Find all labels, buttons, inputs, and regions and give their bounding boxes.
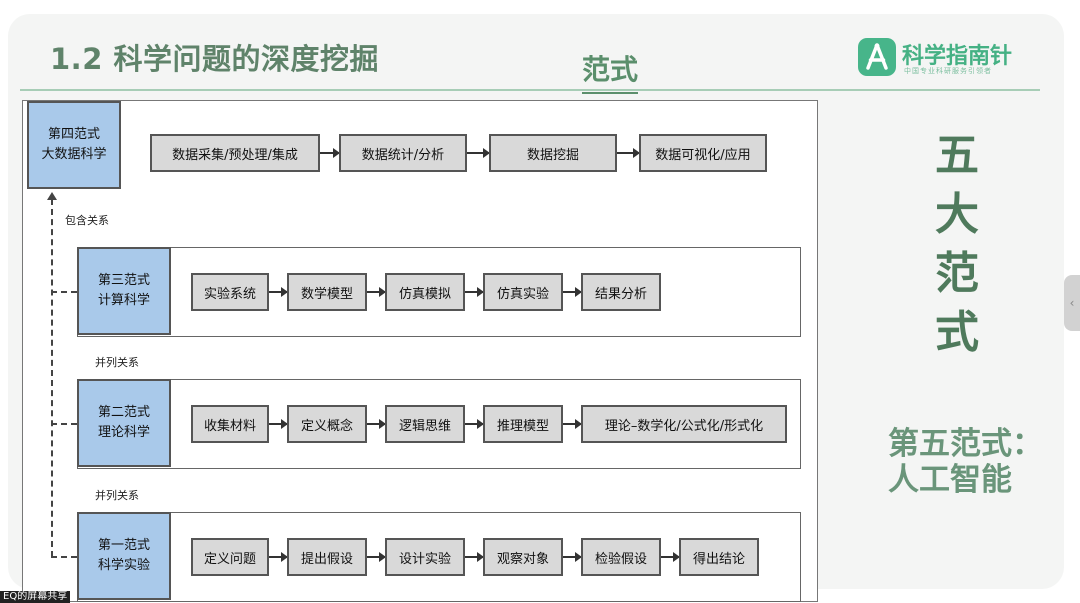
- arrow-connector: [367, 419, 386, 429]
- arrow-connector: [661, 552, 680, 562]
- big-char: 范: [935, 248, 979, 299]
- step-box: 观察对象: [483, 538, 563, 576]
- fifth-line-1: 第五范式：: [888, 426, 1043, 462]
- category-second-paradigm: 第二范式理论科学: [77, 379, 171, 467]
- arrow-connector: [563, 287, 582, 297]
- relation-label: 包含关系: [65, 214, 109, 227]
- step-box: 逻辑思维: [385, 405, 465, 443]
- category-name: 第四范式: [47, 127, 100, 142]
- step-box: 理论–数学化/公式化/形式化: [581, 405, 787, 443]
- paradigm-diagram: 第四范式大数据科学 数据采集/预处理/集成 数据统计/分析 数据挖掘 数据可视化…: [22, 100, 818, 602]
- relation-label: 并列关系: [95, 489, 139, 502]
- step-box: 定义问题: [191, 538, 269, 576]
- step-box: 数据统计/分析: [339, 134, 467, 172]
- side-panel-toggle[interactable]: ‹: [1064, 275, 1080, 331]
- step-box: 得出结论: [679, 538, 759, 576]
- logo-tagline: 中国专业科研服务引领者: [904, 67, 992, 75]
- category-name: 第三范式: [97, 273, 150, 288]
- step-box: 数据采集/预处理/集成: [150, 134, 320, 172]
- category-subtitle: 计算科学: [97, 293, 150, 308]
- big-char: 大: [935, 189, 979, 240]
- step-box: 提出假设: [287, 538, 367, 576]
- header-divider: [20, 89, 1040, 91]
- screen-share-label: EQ的屏幕共享: [0, 591, 71, 603]
- step-box: 收集材料: [191, 405, 269, 443]
- arrow-connector: [465, 287, 484, 297]
- arrow-connector: [467, 148, 490, 158]
- arrow-connector: [465, 419, 484, 429]
- category-subtitle: 大数据科学: [41, 147, 107, 162]
- big-char: 式: [935, 307, 979, 358]
- step-box: 结果分析: [581, 273, 661, 311]
- relation-connector-line: [51, 423, 77, 425]
- page-title: 1.2 科学问题的深度挖掘: [50, 42, 379, 76]
- category-subtitle: 理论科学: [97, 425, 150, 440]
- arrow-connector: [367, 552, 386, 562]
- step-box: 仿真模拟: [385, 273, 465, 311]
- fifth-paradigm-label: 第五范式： 人工智能: [888, 426, 1043, 498]
- category-third-paradigm: 第三范式计算科学: [77, 247, 171, 335]
- step-box: 仿真实验: [483, 273, 563, 311]
- arrow-connector: [269, 287, 288, 297]
- arrow-connector: [320, 148, 340, 158]
- step-box: 数据可视化/应用: [639, 134, 767, 172]
- step-box: 实验系统: [191, 273, 269, 311]
- category-first-paradigm: 第一范式科学实验: [77, 512, 171, 600]
- category-name: 第一范式: [97, 538, 150, 553]
- category-subtitle: 科学实验: [97, 558, 150, 573]
- arrow-connector: [563, 419, 582, 429]
- relation-label: 并列关系: [95, 356, 139, 369]
- step-box: 设计实验: [385, 538, 465, 576]
- category-fourth-paradigm: 第四范式大数据科学: [27, 101, 121, 189]
- arrow-connector: [269, 419, 288, 429]
- arrow-connector: [367, 287, 386, 297]
- five-paradigms-vertical-title: 五 大 范 式: [927, 126, 987, 362]
- brand-logo: 科学指南针 中国专业科研服务引领者: [858, 36, 1038, 80]
- arrow-connector: [269, 552, 288, 562]
- step-box: 定义概念: [287, 405, 367, 443]
- category-name: 第二范式: [97, 405, 150, 420]
- relation-connector-line: [51, 199, 53, 557]
- fifth-line-2: 人工智能: [888, 462, 1012, 498]
- big-char: 五: [935, 130, 979, 181]
- logo-name: 科学指南针: [902, 44, 1013, 69]
- compass-a-icon: [858, 38, 896, 76]
- step-box: 数学模型: [287, 273, 367, 311]
- arrow-connector: [465, 552, 484, 562]
- arrow-connector: [617, 148, 640, 158]
- relation-connector-line: [51, 556, 77, 558]
- step-box: 推理模型: [483, 405, 563, 443]
- arrow-connector: [563, 552, 582, 562]
- relation-arrowhead: [47, 192, 57, 200]
- step-box: 检验假设: [581, 538, 661, 576]
- chevron-left-icon: ‹: [1069, 296, 1075, 310]
- relation-connector-line: [51, 291, 77, 293]
- step-box: 数据挖掘: [489, 134, 617, 172]
- section-title: 范式: [582, 48, 639, 94]
